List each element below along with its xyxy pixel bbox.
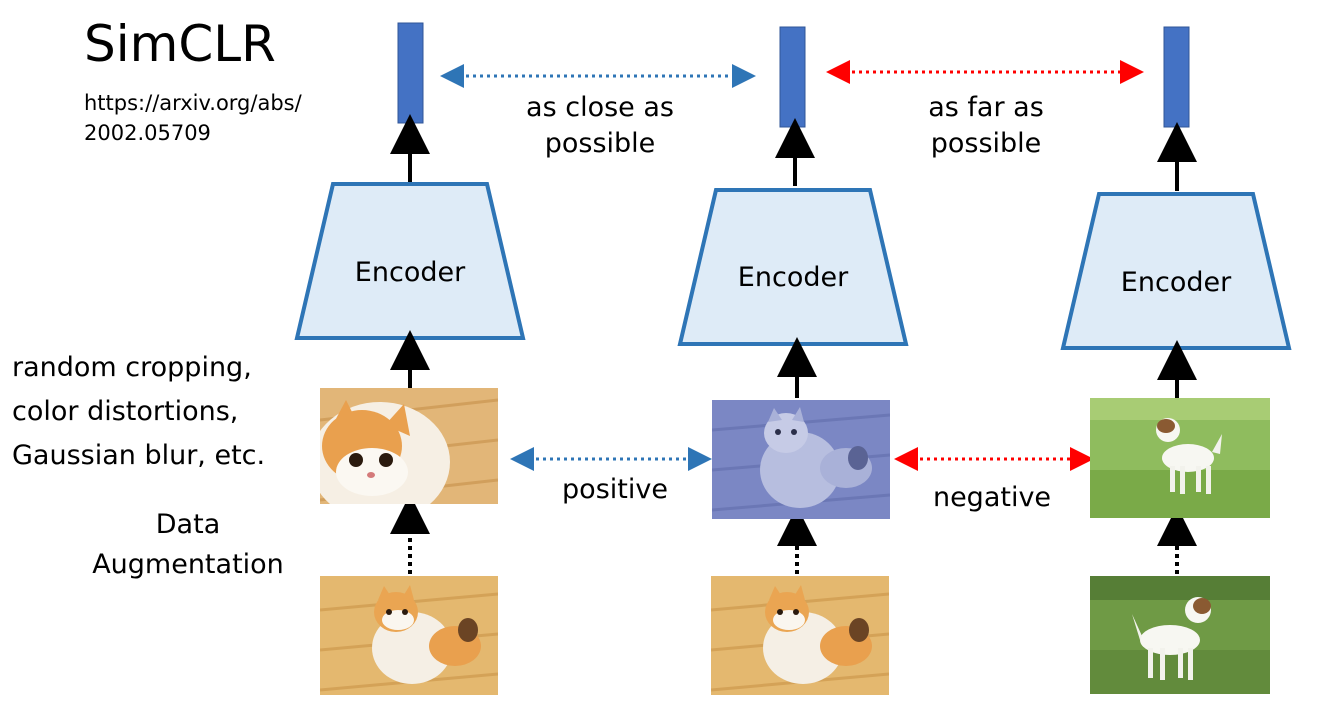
far-label: as far as possible (886, 90, 1086, 162)
page-title: SimCLR (84, 15, 276, 73)
close-label-line: as close as (526, 92, 674, 123)
augmentation-line: Gaussian blur, etc. (12, 440, 266, 471)
augmentation-title-line: Augmentation (92, 549, 284, 580)
encoder-1: Encoder (294, 182, 526, 340)
augmentation-line: random cropping, (12, 352, 252, 383)
dog-photo (1090, 398, 1270, 518)
embedding-vector-3 (1163, 26, 1190, 128)
augmentation-title-line: Data (155, 509, 221, 540)
paper-link[interactable]: https://arxiv.org/abs/ 2002.05709 (84, 91, 302, 145)
encoder-2: Encoder (677, 188, 909, 346)
encoder-3: Encoder (1060, 192, 1292, 350)
positive-label: positive (562, 474, 668, 505)
negative-label: negative (932, 482, 1052, 513)
augmentation-description: random cropping, color distortions, Gaus… (12, 346, 302, 478)
far-label-line: as far as (928, 92, 1044, 123)
embedding-vector-2 (779, 26, 806, 128)
embedding-vector-1 (397, 22, 424, 124)
close-label: as close as possible (500, 90, 700, 162)
encoder-label: Encoder (355, 257, 466, 288)
data-augmentation-label: Data Augmentation (58, 505, 318, 585)
original-cat-photo (320, 576, 498, 695)
cat-photo (320, 388, 498, 504)
far-label-line: possible (930, 128, 1042, 159)
close-label-line: possible (544, 128, 656, 159)
encoder-label: Encoder (1121, 267, 1232, 298)
augmentation-line: color distortions, (12, 396, 239, 427)
encoder-label: Encoder (738, 262, 849, 293)
original-cat-photo (711, 576, 889, 695)
original-dog-photo (1090, 576, 1270, 694)
tinted-cat-photo (712, 400, 890, 519)
